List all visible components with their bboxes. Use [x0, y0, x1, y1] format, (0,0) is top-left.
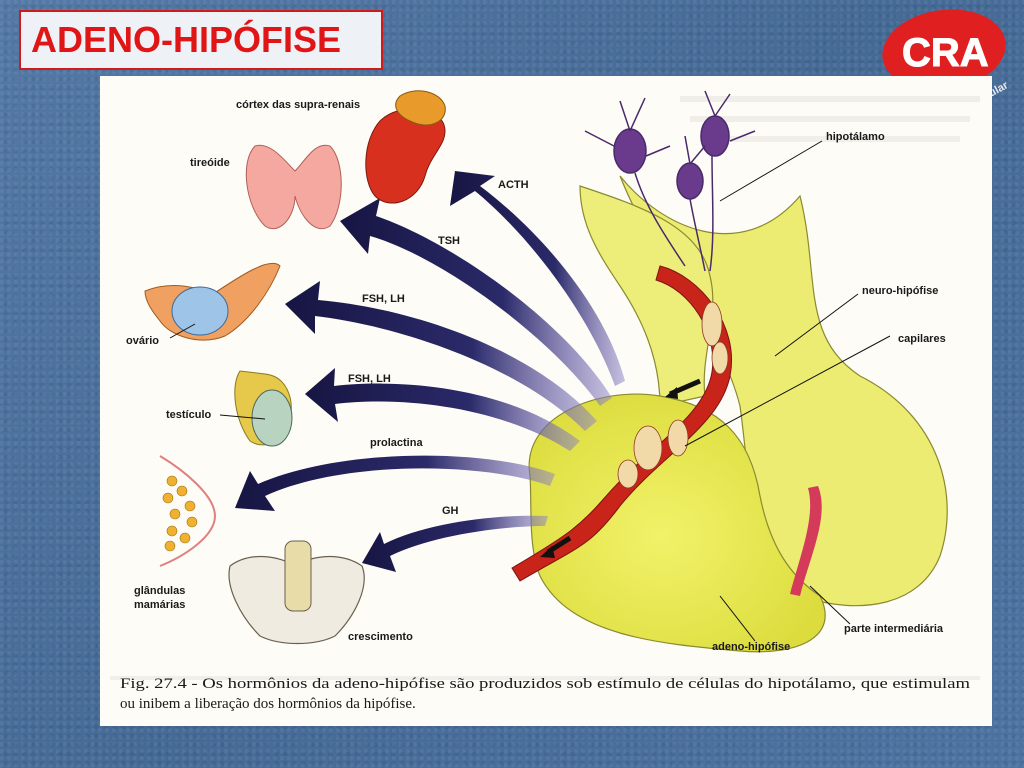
slide-title: ADENO-HIPÓFISE [19, 10, 383, 70]
pituitary-figure: córtex das supra-renais tireóide ovário … [100, 76, 992, 726]
logo-ellipse [882, 9, 1006, 91]
label-adenohypophysis: adeno-hipófise [712, 641, 790, 653]
arrow-acth [450, 171, 625, 386]
logo-mark: CRA [902, 31, 989, 75]
arrow-gh [362, 515, 548, 572]
label-capillaries: capilares [898, 333, 946, 345]
label-mammary-1: glândulas [134, 585, 185, 597]
label-mammary-2: mamárias [134, 599, 185, 611]
arrow-prolactin [235, 455, 555, 511]
background-texture [110, 96, 980, 680]
label-neurohypophysis: neuro-hipófise [862, 285, 938, 297]
label-growth: crescimento [348, 631, 413, 643]
label-thyroid: tireóide [190, 157, 230, 169]
label-gh: GH [442, 505, 459, 517]
thyroid-gland [245, 144, 342, 229]
arrow-tsh [340, 198, 612, 406]
mammary-gland [159, 455, 217, 567]
label-ovary: ovário [126, 335, 159, 347]
label-hypothalamus: hipotálamo [826, 131, 885, 143]
label-adrenal: córtex das supra-renais [236, 99, 360, 111]
portal-vessel [511, 265, 732, 582]
hypothalamic-neurons [584, 90, 756, 272]
hormone-arrows [235, 171, 625, 572]
label-tsh: TSH [438, 235, 460, 247]
label-fsh-lh-2: FSH, LH [348, 373, 391, 385]
pointer-lines [169, 140, 891, 642]
testis [234, 370, 293, 447]
label-testis: testículo [166, 409, 212, 421]
label-intermediate: parte intermediária [844, 623, 944, 635]
arrow-fsh-lh-1 [285, 281, 597, 431]
cra-logo: CRA Pré-Vestibular [878, 0, 1024, 125]
pars-intermedia-shape [790, 486, 822, 596]
ovary [144, 262, 281, 341]
label-fsh-lh-1: FSH, LH [362, 293, 405, 305]
capillary-clusters [617, 301, 729, 489]
label-acth: ACTH [498, 179, 529, 191]
arrow-fsh-lh-2 [305, 368, 580, 451]
pelvis [228, 540, 365, 645]
caption-line-1: Fig. 27.4 - Os hormônios da adeno-hipófi… [120, 676, 970, 692]
adrenal-gland [365, 90, 446, 204]
label-prolactin: prolactina [370, 437, 423, 449]
caption-line-2: ou inibem a liberação dos hormônios da h… [120, 696, 416, 712]
